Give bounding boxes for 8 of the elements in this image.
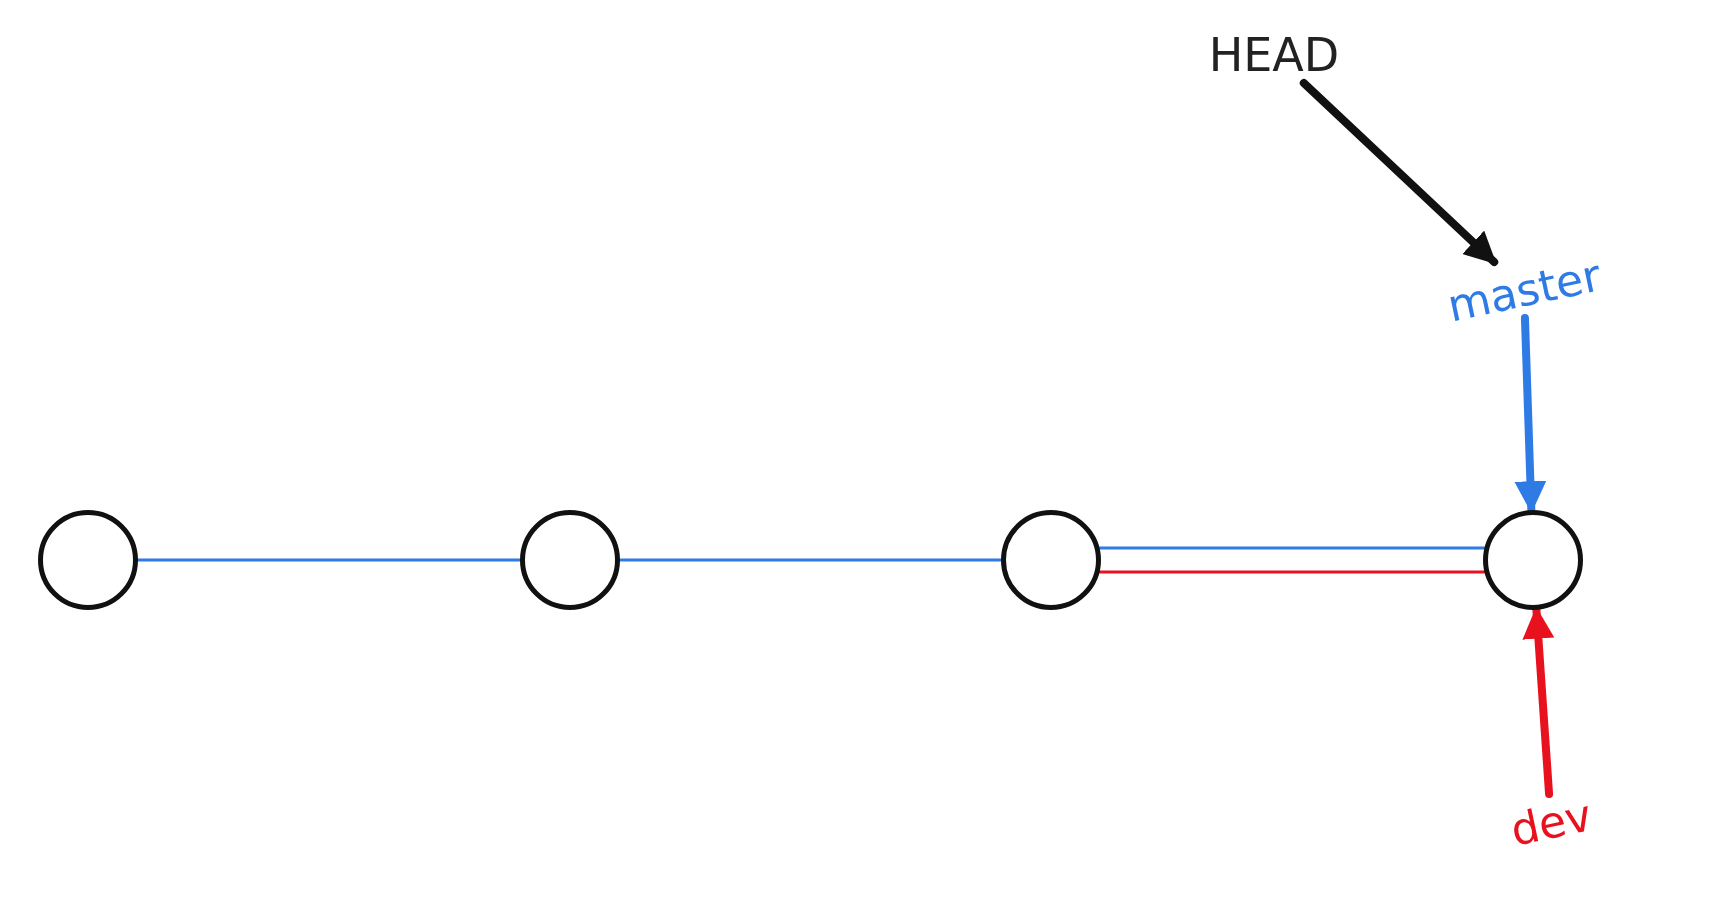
connector-line [136,558,522,562]
connector-line [1098,546,1486,550]
arrow [1299,79,1499,266]
branch-label: dev [1496,784,1606,860]
branch-label: master [1435,244,1613,336]
connector-line [1098,570,1486,574]
branch-label: HEAD [1189,27,1359,83]
connector-line [618,558,1003,562]
